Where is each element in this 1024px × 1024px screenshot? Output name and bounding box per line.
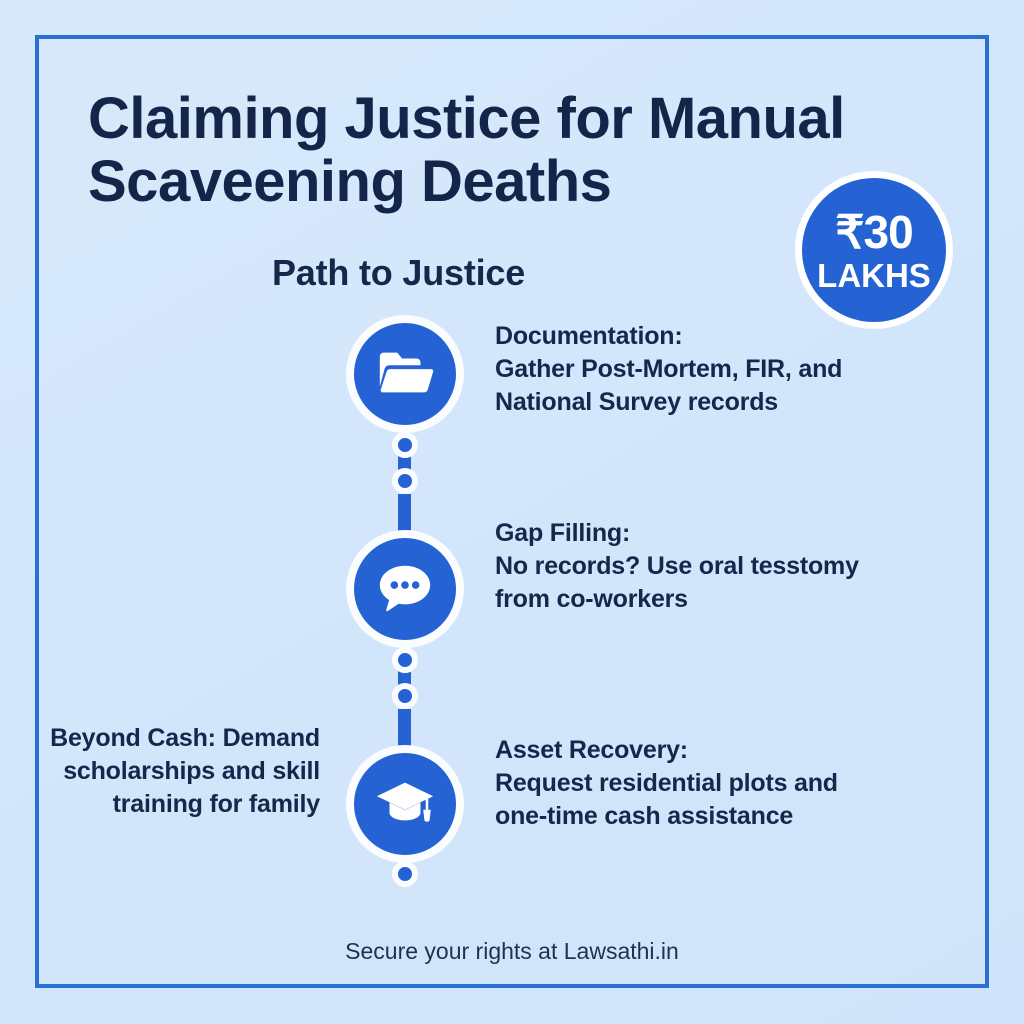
connector-dot bbox=[392, 468, 418, 494]
step-heading: Gap Filling: bbox=[495, 519, 631, 547]
timeline-node-asset-recovery bbox=[346, 745, 464, 863]
connector-dot bbox=[392, 647, 418, 673]
badge-unit: LAKHS bbox=[817, 256, 931, 294]
step-body: No records? Use oral tesstomy from co-wo… bbox=[495, 552, 859, 613]
step-heading: Asset Recovery: bbox=[495, 736, 688, 764]
step-text-gap-filling: Gap Filling: No records? Use oral tessto… bbox=[495, 517, 865, 616]
connector-bar bbox=[398, 494, 411, 540]
connector-dot bbox=[392, 432, 418, 458]
step-body: Gather Post-Mortem, FIR, and National Su… bbox=[495, 355, 843, 416]
badge-amount: ₹30 bbox=[835, 205, 913, 258]
side-note-heading: Beyond Cash: bbox=[50, 724, 216, 752]
timeline-node-documentation bbox=[346, 315, 464, 433]
timeline-end-dot bbox=[392, 861, 418, 887]
folder-icon bbox=[374, 341, 436, 408]
step-heading: Documentation: bbox=[495, 322, 683, 350]
page-title: Claiming Justice for Manual Scaveening D… bbox=[88, 86, 845, 214]
step-text-asset-recovery: Asset Recovery: Request residential plot… bbox=[495, 734, 890, 833]
amount-badge: ₹30 LAKHS bbox=[795, 171, 953, 329]
poster-border-frame bbox=[35, 35, 989, 988]
chat-bubble-icon bbox=[374, 556, 436, 623]
connector-dot bbox=[392, 683, 418, 709]
step-text-documentation: Documentation: Gather Post-Mortem, FIR, … bbox=[495, 320, 895, 419]
footer-tagline: Secure your rights at Lawsathi.in bbox=[345, 938, 679, 964]
step-body: Request residential plots and one-time c… bbox=[495, 769, 838, 830]
timeline-node-gap-filling bbox=[346, 530, 464, 648]
connector-bar bbox=[398, 709, 411, 755]
graduation-cap-icon bbox=[374, 771, 436, 838]
side-note-body: Demand scholarships and skill training f… bbox=[63, 724, 320, 818]
side-note-beyond-cash: Beyond Cash: Demand scholarships and ski… bbox=[45, 722, 320, 821]
poster-subtitle: Path to Justice bbox=[272, 252, 526, 293]
